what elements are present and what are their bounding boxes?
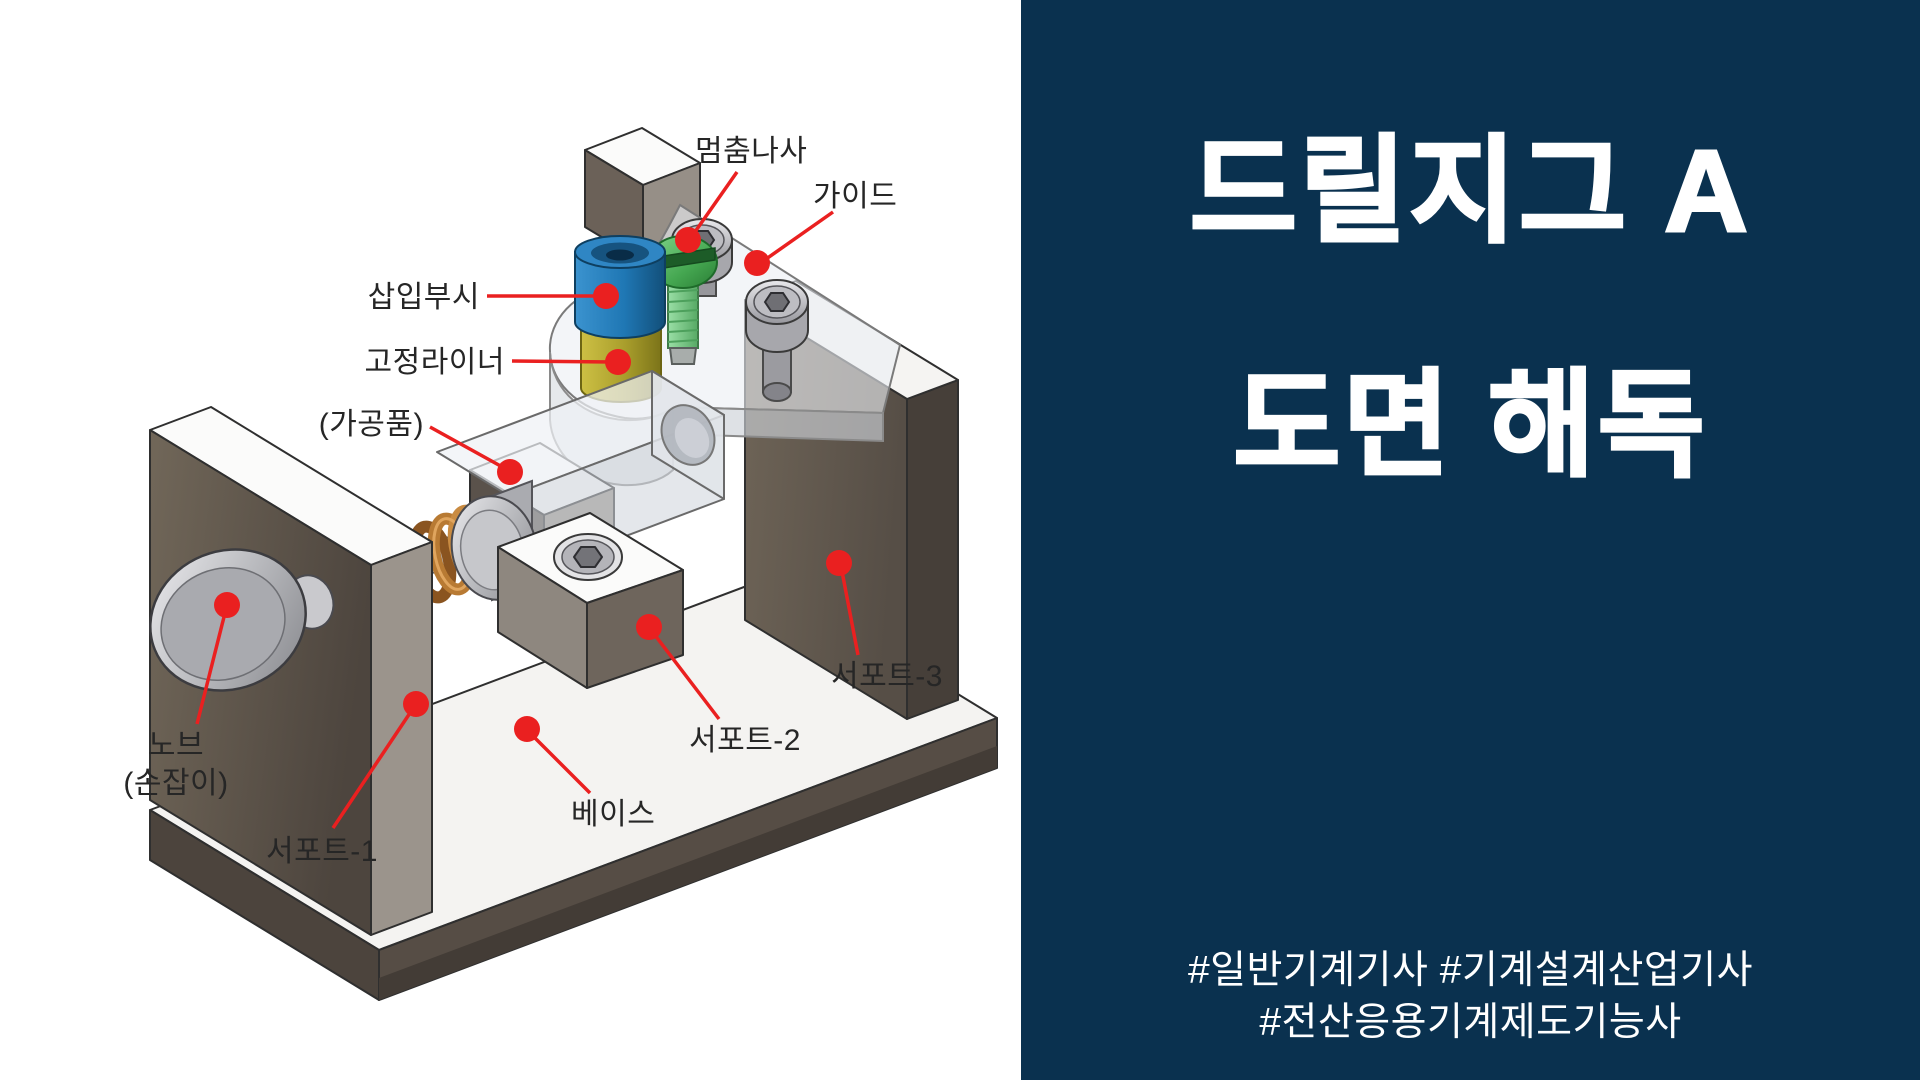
label-base: 베이스 (571, 798, 656, 831)
label-stop-screw: 멈춤나사 (695, 135, 808, 168)
label-workpiece: (가공품) (318, 408, 424, 441)
dot-support2 (636, 614, 662, 640)
label-support2: 서포트-2 (689, 724, 801, 757)
dot-workpiece (497, 459, 523, 485)
title-panel: 드릴지그 A 도면 해독 #일반기계기사 #기계설계산업기사 #전산응용기계제도… (1021, 0, 1920, 1080)
dot-insert-bush (593, 283, 619, 309)
panel-title-line2: 도면 해독 (1232, 360, 1708, 490)
label-support3: 서포트-3 (831, 660, 943, 693)
dot-knob (214, 592, 240, 618)
panel-hashtags: #일반기계기사 #기계설계산업기사 #전산응용기계제도기능사 (1021, 945, 1920, 1050)
panel-title-line1: 드릴지그 A (1189, 126, 1751, 256)
hashtags-line2: #전산응용기계제도기능사 (1259, 1001, 1682, 1045)
drill-jig-diagram: 멈춤나사 가이드 삽입부시 고정라이너 (가공품) 노브 (손잡이) 서포트-1… (100, 127, 998, 1001)
leader-dots (214, 227, 852, 742)
support-2-block (497, 512, 684, 689)
label-knob-line1: 노브 (147, 729, 205, 762)
dot-support3 (826, 550, 852, 576)
label-knob-line2: (손잡이) (123, 766, 229, 800)
insert-bush (574, 235, 666, 339)
label-insert-bush: 삽입부시 (367, 281, 480, 314)
label-fixed-liner: 고정라이너 (364, 346, 505, 379)
hashtags-line1: #일반기계기사 #기계설계산업기사 (1187, 948, 1754, 992)
dot-guide (744, 250, 770, 276)
dot-fixed-liner (605, 349, 631, 375)
dot-stop-screw (675, 227, 701, 253)
leader-lines (195, 170, 860, 829)
label-knob: 노브 (손잡이) (100, 727, 252, 802)
dot-support1 (403, 691, 429, 717)
label-support1: 서포트-1 (266, 835, 378, 868)
cap-screw-2 (745, 279, 809, 402)
dot-base (514, 716, 540, 742)
label-guide: 가이드 (813, 180, 898, 213)
jig-3d-model (149, 127, 998, 1001)
